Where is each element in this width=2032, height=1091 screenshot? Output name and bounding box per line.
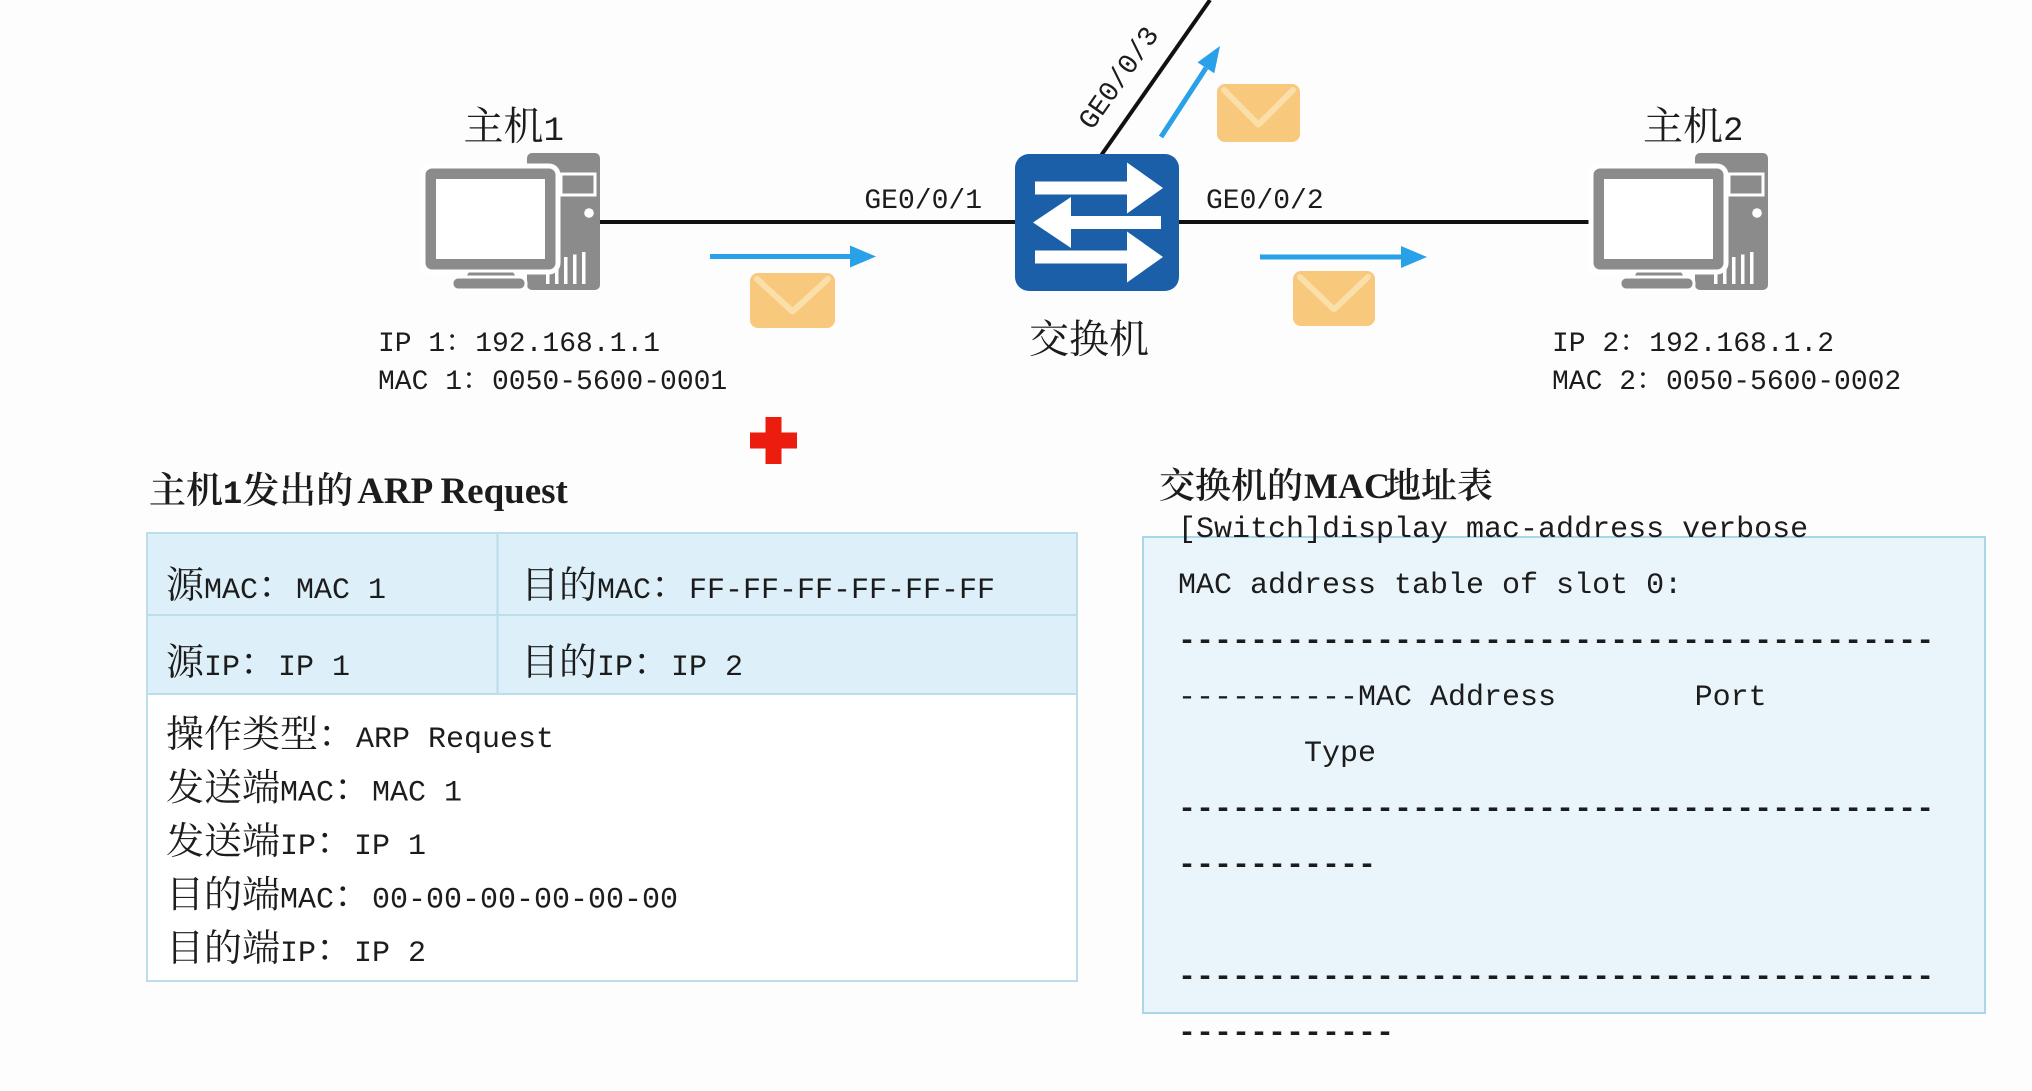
svg-text:0050-5600-0002: 0050-5600-0002 [1666,367,1901,398]
svg-text:------------------------------: ----------------------------------------… [1178,961,1934,995]
svg-text:IP: IP [597,651,633,685]
svg-text:GE0/0/1: GE0/0/1 [864,186,982,217]
svg-text:[Switch]display mac-address ve: [Switch]display mac-address verbose [1178,513,1808,547]
svg-text:Type: Type [1304,737,1376,771]
svg-text:2: 2 [1723,113,1743,151]
svg-text:IP 1: IP 1 [354,830,426,864]
svg-text:MAC 1: MAC 1 [378,367,462,398]
svg-text:Port: Port [1695,681,1767,715]
svg-text:MAC: MAC [280,884,334,918]
svg-text:IP: IP [280,830,316,864]
svg-text:0050-5600-0001: 0050-5600-0001 [492,367,727,398]
svg-text:------------: ------------ [1178,1017,1394,1051]
svg-text:IP 2: IP 2 [354,937,426,971]
svg-text:MAC 2: MAC 2 [1552,367,1636,398]
svg-text:GE0/0/2: GE0/0/2 [1206,186,1324,217]
svg-text:------------------------------: ----------------------------------------… [1178,625,1934,659]
svg-text:IP: IP [204,651,240,685]
svg-text:ARP Request: ARP Request [356,723,554,757]
svg-text:IP 1: IP 1 [278,651,350,685]
svg-text:192.168.1.1: 192.168.1.1 [475,329,660,360]
svg-text:MAC: MAC [204,574,258,608]
svg-text:MAC: MAC [280,777,334,811]
svg-text:1: 1 [544,113,564,151]
svg-text:IP 1: IP 1 [378,329,445,360]
svg-text:------------------------------: ----------------------------------------… [1178,793,1934,827]
svg-text:-----------: ----------- [1178,849,1376,883]
svg-text:IP 2: IP 2 [1552,329,1619,360]
svg-text:MAC 1: MAC 1 [372,777,462,811]
svg-text:ARP Request: ARP Request [357,471,568,512]
svg-text:MAC address table of slot 0:: MAC address table of slot 0: [1178,569,1682,603]
svg-text:IP 2: IP 2 [671,651,743,685]
svg-text:IP: IP [280,937,316,971]
svg-text:00-00-00-00-00-00: 00-00-00-00-00-00 [372,884,678,918]
svg-text:MAC: MAC [597,574,651,608]
svg-text:----------MAC Address: ----------MAC Address [1178,681,1556,715]
svg-text:MAC: MAC [1304,466,1390,506]
svg-text:192.168.1.2: 192.168.1.2 [1649,329,1834,360]
svg-text:1: 1 [223,476,242,513]
svg-text:FF-FF-FF-FF-FF-FF: FF-FF-FF-FF-FF-FF [689,574,995,608]
svg-text:MAC 1: MAC 1 [296,574,386,608]
